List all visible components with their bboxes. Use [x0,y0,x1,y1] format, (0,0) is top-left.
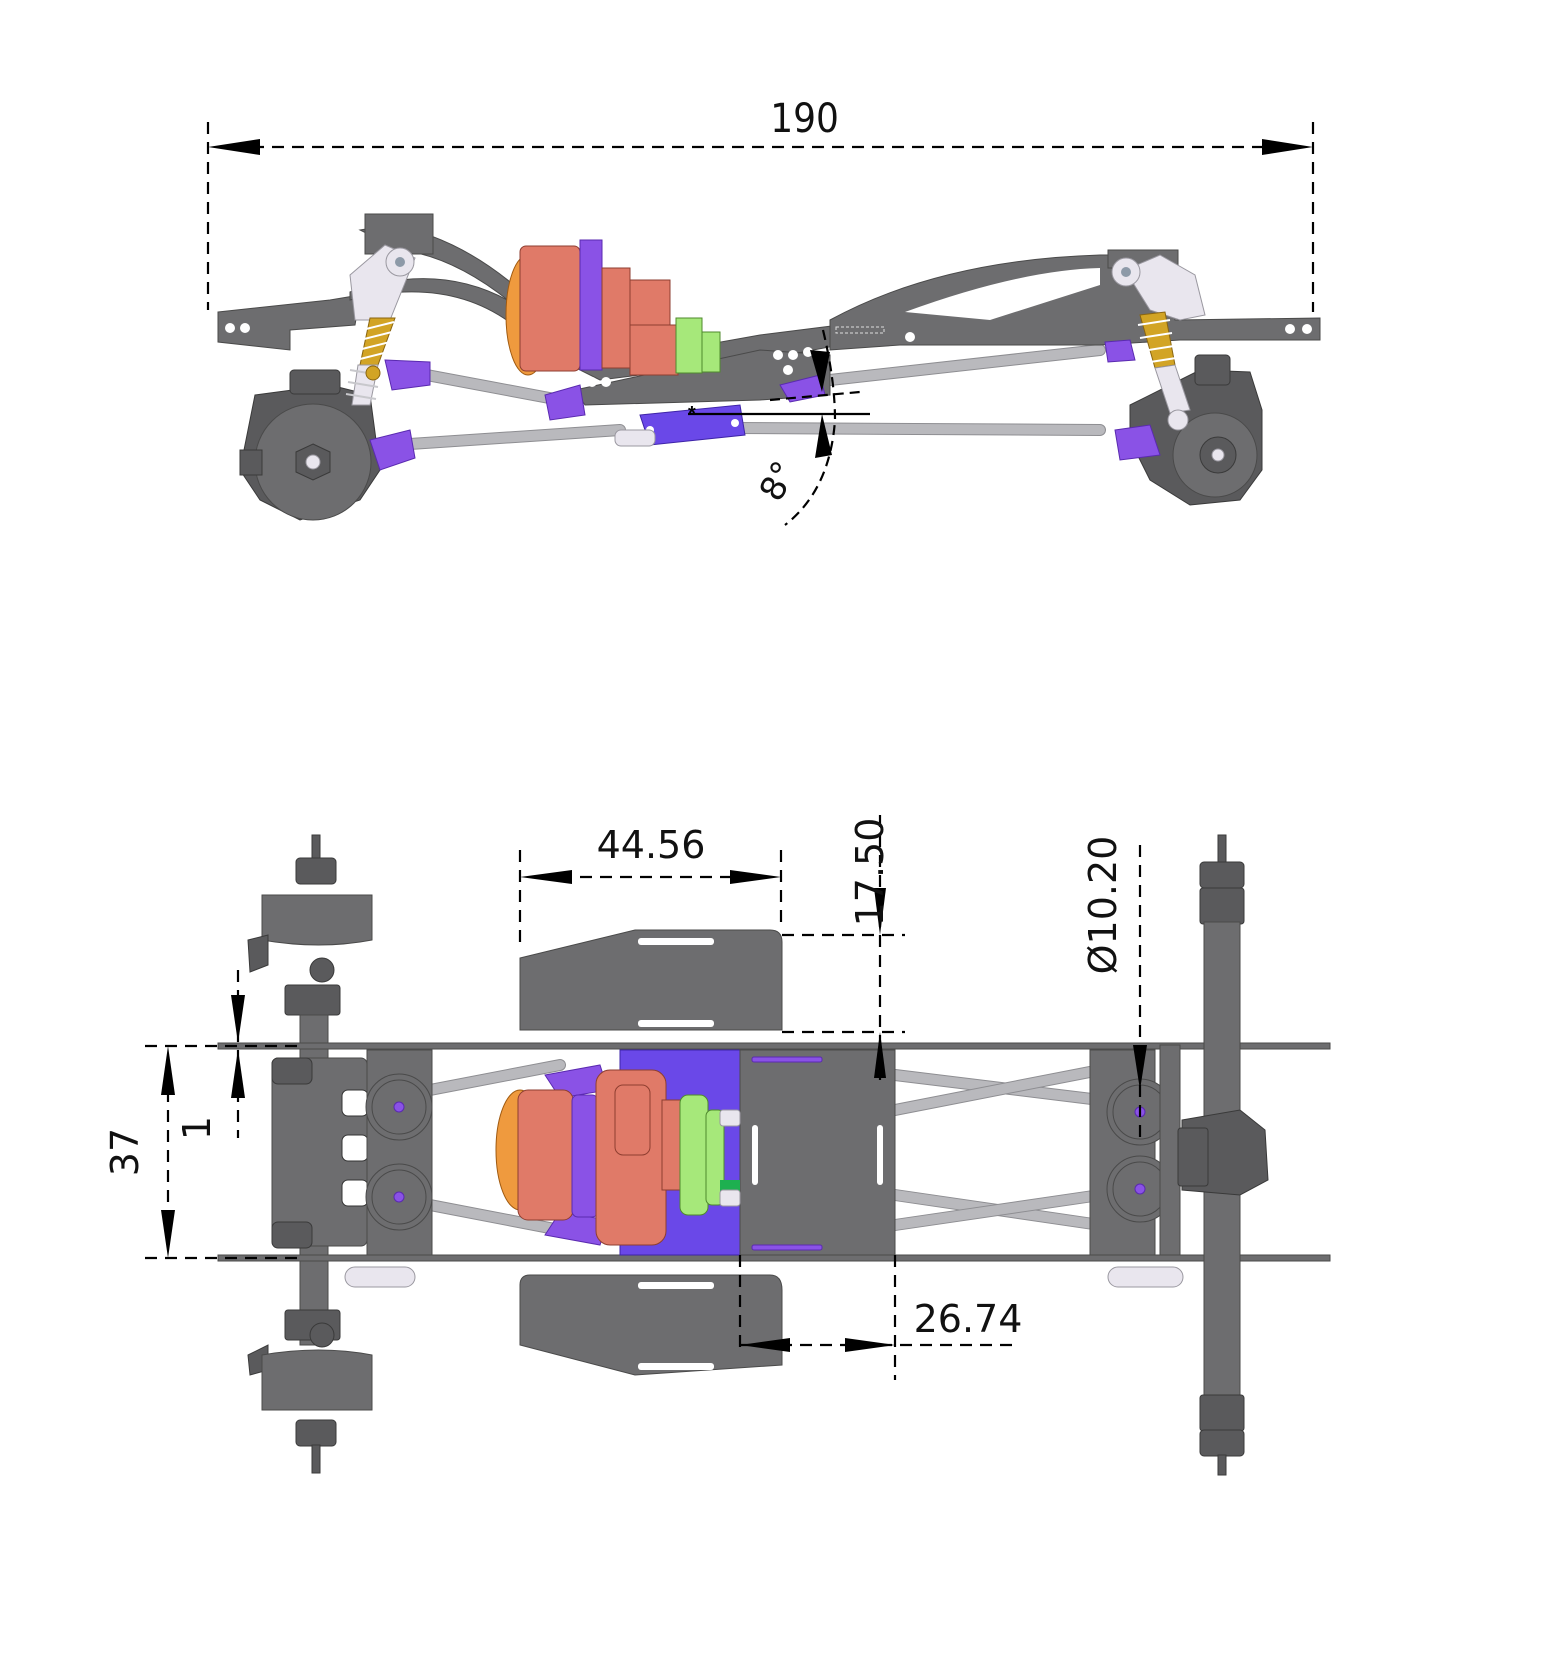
battery-tray-top [519,929,783,1376]
front-axle-top [1177,834,1269,1476]
shock-diameter-dimension: Ø10.20 [1081,836,1147,1145]
tray-length-dimension: 44.56 [518,823,783,950]
suspension-links-side [389,344,1106,451]
center-plate-top [739,1049,896,1256]
shocks-top [344,1266,1184,1288]
rear-shock-side [345,244,416,406]
tray-length-label: 44.56 [597,823,706,867]
front-shock-side [1111,254,1206,431]
rear-mount-top [271,1049,433,1256]
tray-offset-dimension: 17.50 [782,815,905,1080]
motor-transmission-side [505,239,721,376]
link-angle-label: 8° [752,455,805,508]
front-axle-housing [1129,354,1263,506]
shock-diameter-label: Ø10.20 [1081,836,1125,975]
side-view: 190 [206,95,1321,526]
overall-length-label: 190 [770,95,839,141]
front-mount-top [1089,1044,1181,1256]
tray-offset-label: 17.50 [848,818,892,927]
frame-width-label: 37 [103,1128,147,1176]
frame-width-dimension: 37 1 [103,970,300,1260]
skid-plate-length-label: 26.74 [914,1297,1023,1341]
top-view: 44.56 17.50 Ø10.20 37 [103,815,1331,1476]
rear-axle-housing [239,369,381,521]
skid-plate-dimension: 26.74 [738,1255,1023,1380]
suspension-links-top [424,1059,1106,1236]
overall-length-dimension: 190 [206,95,1315,312]
svg-text:*: * [688,403,696,425]
rod-ends-side [369,339,1161,471]
rail-thickness-label: 1 [175,1116,219,1140]
skid-plate-side [614,404,746,447]
motor-transmission-top [495,1064,741,1246]
